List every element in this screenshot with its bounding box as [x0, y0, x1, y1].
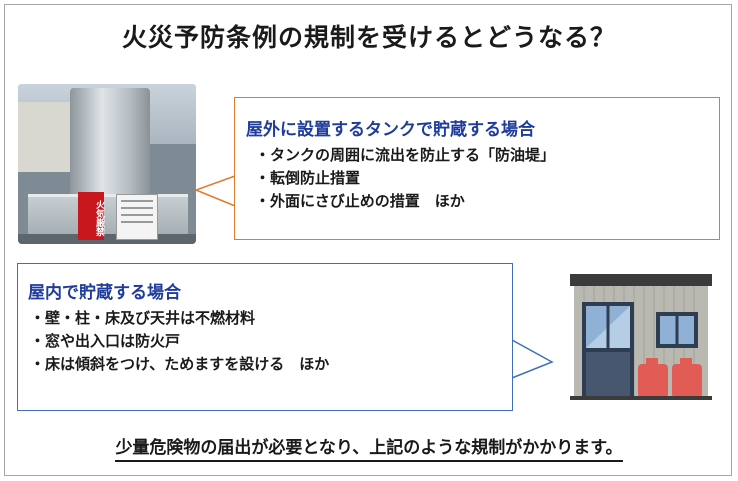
- indoor-item: ・床は傾斜をつけ、ためますを設ける ほか: [30, 355, 330, 373]
- indoor-item: ・壁・柱・床及び天井は不燃材料: [30, 309, 256, 327]
- outdoor-storage-callout: 屋外に設置するタンクで貯蔵する場合 ・タンクの周囲に流出を防止する「防油堤」 ・…: [234, 97, 720, 240]
- outdoor-heading: 屋外に設置するタンクで貯蔵する場合: [246, 120, 535, 140]
- outdoor-item: ・外面にさび止めの措置 ほか: [255, 192, 465, 210]
- indoor-storage-callout: 屋内で貯蔵する場合 ・壁・柱・床及び天井は不燃材料 ・窓や出入口は防火戸 ・床は…: [17, 263, 513, 411]
- indoor-heading: 屋内で貯蔵する場合: [28, 283, 181, 303]
- footer-text: 少量危険物の届出が必要となり、上記のような規制がかかります。: [115, 438, 623, 462]
- storage-building-icon: [570, 274, 712, 400]
- footer-note: 少量危険物の届出が必要となり、上記のような規制がかかります。: [0, 433, 738, 462]
- photo-building: [18, 102, 78, 172]
- info-plate: [116, 194, 158, 240]
- outdoor-item: ・タンクの周囲に流出を防止する「防油堤」: [255, 146, 556, 164]
- fire-prohibited-sign: 火気厳禁: [78, 192, 104, 240]
- indoor-item: ・窓や出入口は防火戸: [30, 332, 181, 350]
- page-title: 火災予防条例の規制を受けるとどうなる？: [121, 23, 616, 52]
- outdoor-tank-photo: 火気厳禁: [18, 84, 196, 244]
- outdoor-item: ・転倒防止措置: [255, 169, 361, 187]
- photo-ground: [18, 234, 196, 244]
